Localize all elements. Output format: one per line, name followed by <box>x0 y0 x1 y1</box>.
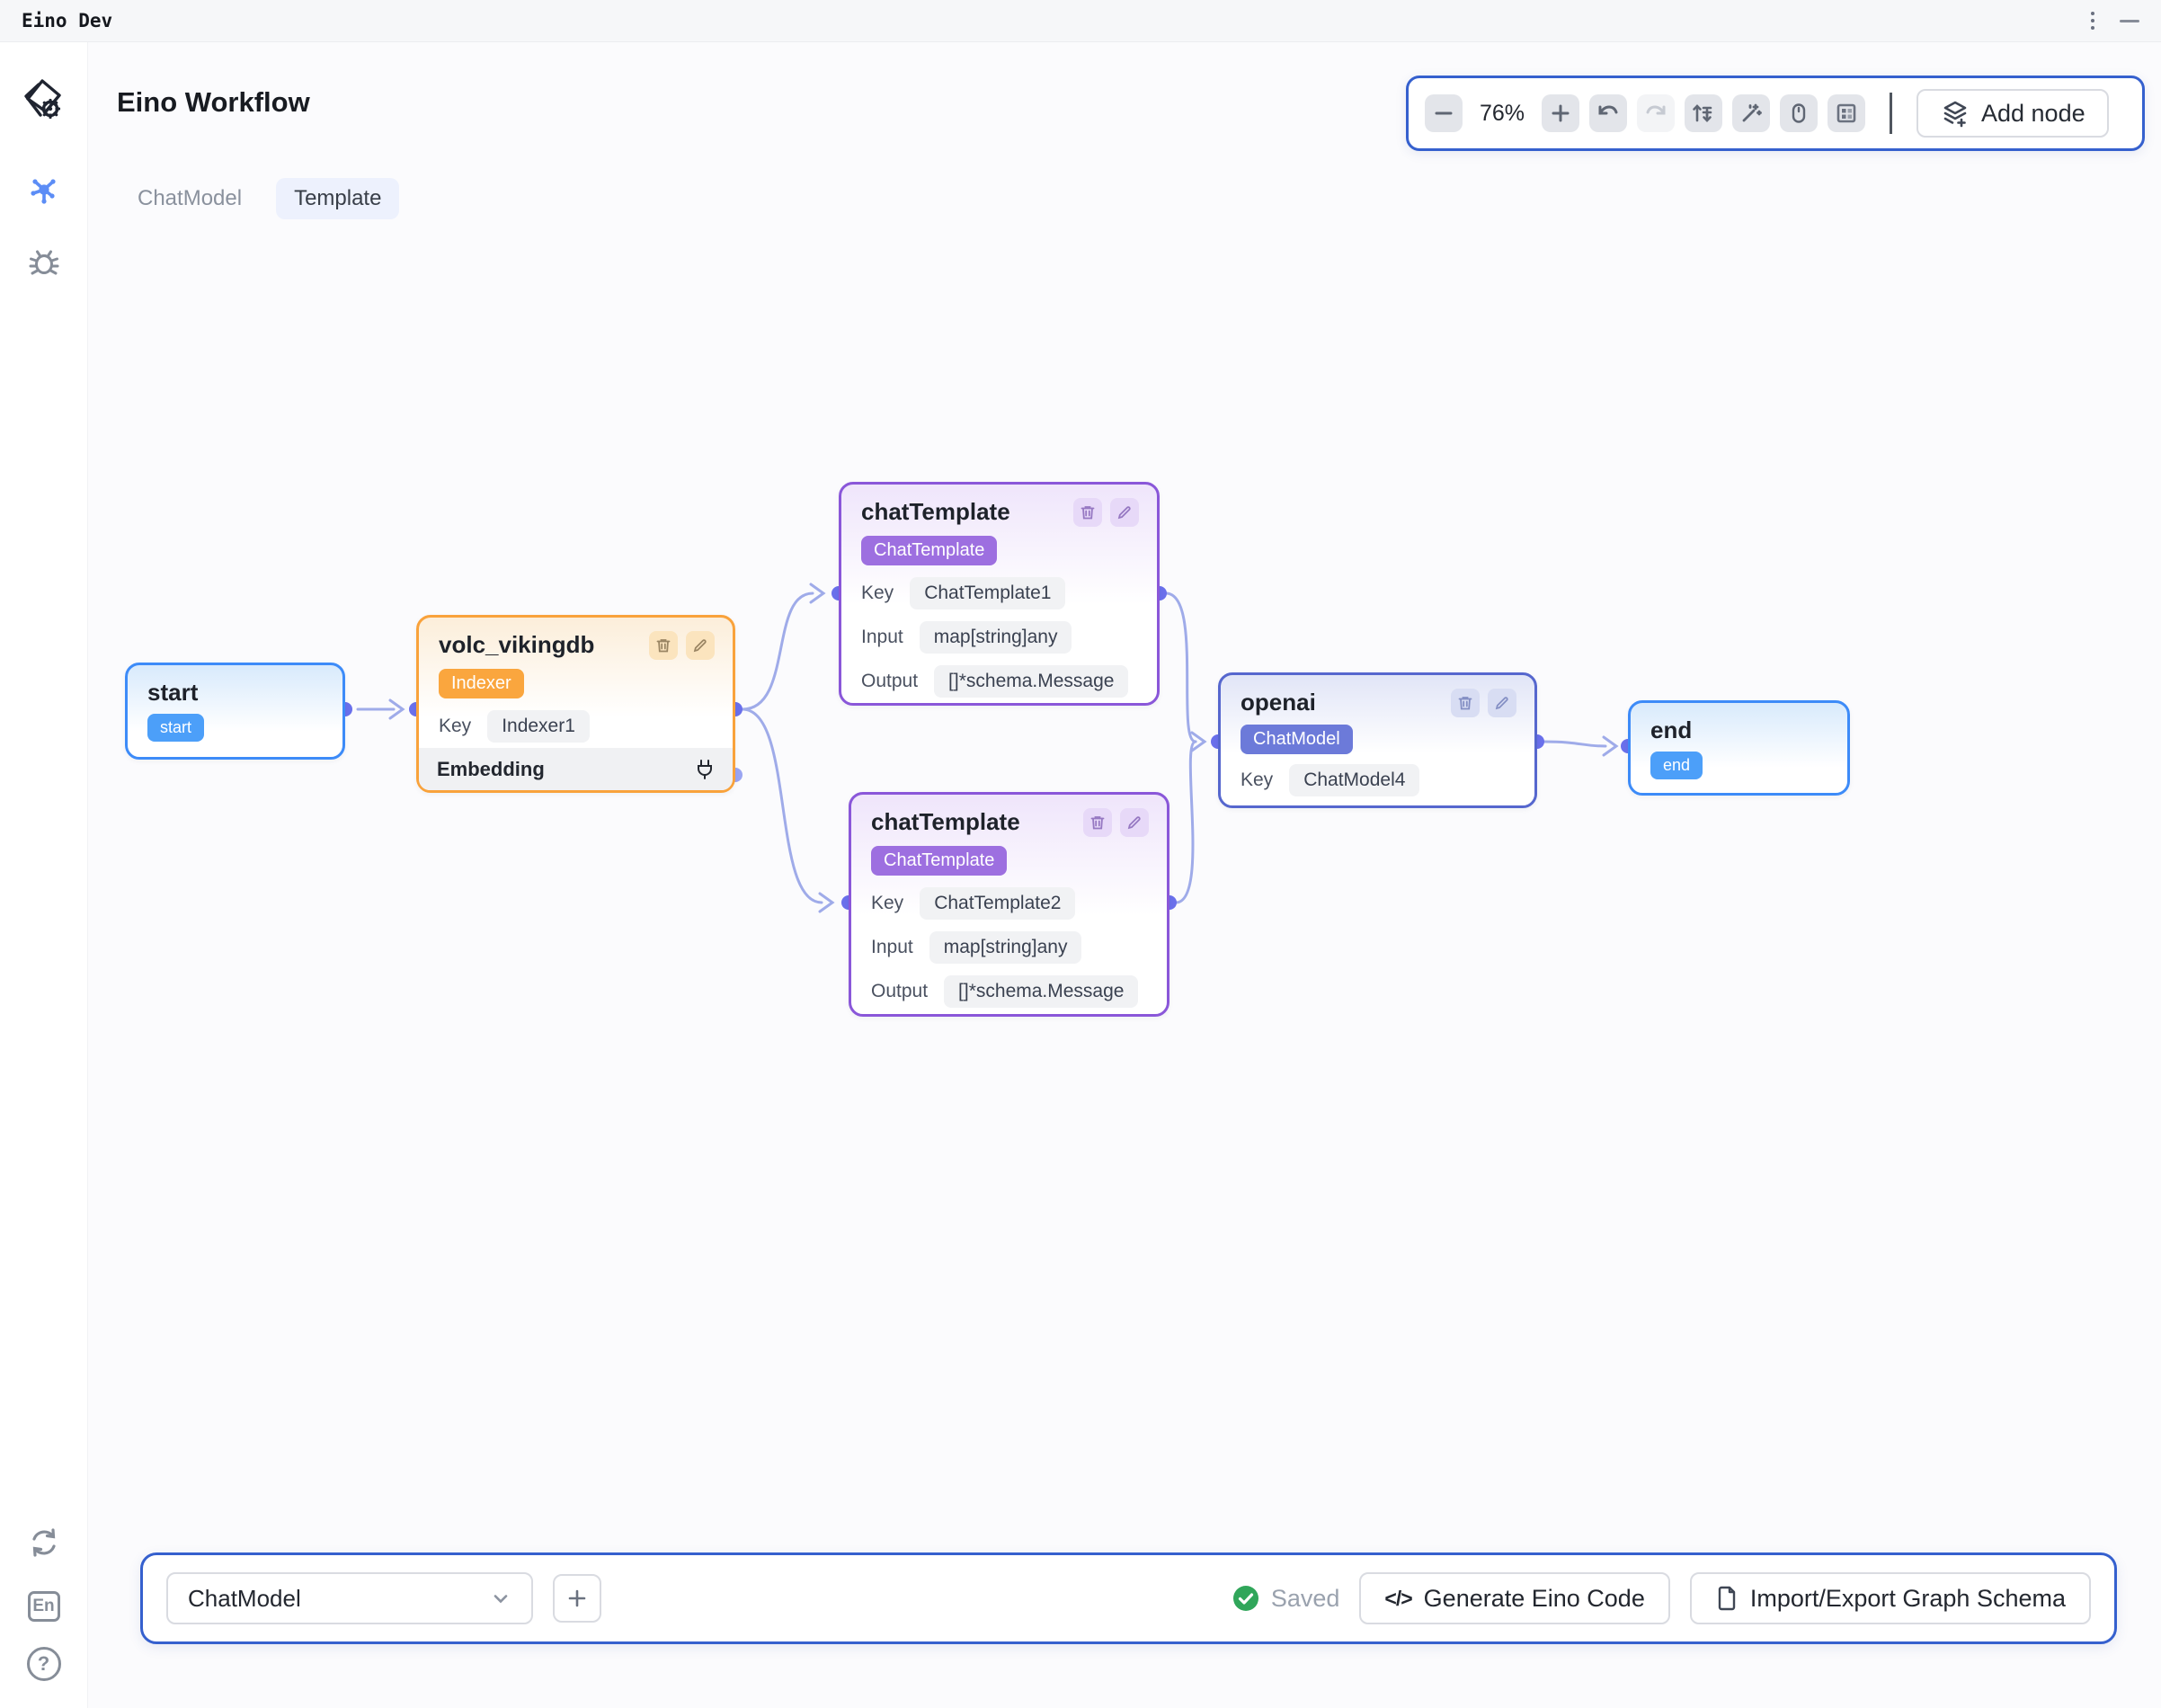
zoom-in-button[interactable] <box>1542 94 1579 132</box>
edit-node-button[interactable] <box>1110 498 1139 527</box>
language-toggle[interactable]: En <box>27 1591 60 1622</box>
node-type-badge: ChatModel <box>1241 725 1353 754</box>
undo-button[interactable] <box>1589 94 1627 132</box>
output-label: Output <box>861 671 919 691</box>
auto-layout-button[interactable] <box>1685 94 1722 132</box>
chevron-down-icon <box>490 1588 511 1609</box>
app-title: Eino Dev <box>22 10 113 31</box>
bottom-control-bar: ChatModel Saved </> Generate Eino Code I… <box>140 1552 2117 1644</box>
app-titlebar: Eino Dev <box>0 0 2161 42</box>
add-node-label: Add node <box>1981 99 2085 127</box>
key-label: Key <box>1241 769 1274 790</box>
node-title: end <box>1650 716 1693 743</box>
delete-node-button[interactable] <box>649 631 678 660</box>
node-start[interactable]: start start <box>125 663 345 760</box>
key-value: ChatTemplate2 <box>920 887 1076 920</box>
refresh-icon[interactable] <box>21 1519 67 1566</box>
minimize-icon[interactable] <box>2120 19 2139 22</box>
plug-icon <box>695 759 715 780</box>
output-value: []*schema.Message <box>934 665 1129 698</box>
sidebar-item-debug-bug-icon[interactable] <box>21 238 67 285</box>
node-chattemplate-2[interactable]: chatTemplate ChatTemplate Key ChatTempla… <box>849 792 1169 1017</box>
input-label: Input <box>861 627 903 647</box>
help-icon[interactable]: ? <box>26 1647 61 1681</box>
node-end[interactable]: end end <box>1628 700 1850 796</box>
key-label: Key <box>861 583 894 603</box>
delete-node-button[interactable] <box>1073 498 1102 527</box>
save-status-label: Saved <box>1270 1584 1340 1612</box>
node-chattemplate-1[interactable]: chatTemplate ChatTemplate Key ChatTempla… <box>839 482 1160 706</box>
generate-code-button[interactable]: </> Generate Eino Code <box>1359 1572 1670 1624</box>
node-type-badge: ChatTemplate <box>871 846 1008 876</box>
input-label: Input <box>871 937 913 957</box>
tab-template[interactable]: Template <box>276 178 400 219</box>
key-value: Indexer1 <box>487 710 590 743</box>
key-label: Key <box>871 893 904 913</box>
document-icon <box>1715 1585 1739 1612</box>
node-title: start <box>147 679 199 706</box>
node-type-badge: end <box>1650 752 1703 779</box>
delete-node-button[interactable] <box>1083 808 1112 837</box>
node-openai[interactable]: openai ChatModel Key ChatModel4 <box>1218 672 1537 808</box>
node-type-select-value: ChatModel <box>188 1584 301 1612</box>
key-label: Key <box>439 716 472 736</box>
magic-wand-button[interactable] <box>1732 94 1770 132</box>
edit-node-button[interactable] <box>686 631 715 660</box>
edit-node-button[interactable] <box>1488 689 1516 717</box>
import-export-button[interactable]: Import/Export Graph Schema <box>1689 1572 2091 1624</box>
delete-node-button[interactable] <box>1451 689 1480 717</box>
node-title: openai <box>1241 689 1316 716</box>
tab-bar: ChatModel Template <box>120 178 400 219</box>
redo-button[interactable] <box>1637 94 1675 132</box>
input-value: map[string]any <box>929 931 1082 964</box>
save-status: Saved <box>1232 1584 1340 1613</box>
node-type-badge: start <box>147 714 205 742</box>
sidebar: En ? <box>0 42 88 1708</box>
mouse-mode-button[interactable] <box>1780 94 1818 132</box>
add-node-quick-button[interactable] <box>553 1574 601 1623</box>
embedding-slot[interactable]: Embedding <box>419 748 733 790</box>
tab-chatmodel[interactable]: ChatModel <box>138 186 243 210</box>
node-type-badge: Indexer <box>439 669 524 698</box>
zoom-level: 76% <box>1479 100 1525 126</box>
input-value: map[string]any <box>919 621 1072 654</box>
eino-logo-icon <box>21 76 67 123</box>
key-value: ChatTemplate1 <box>910 577 1066 609</box>
sidebar-item-workflow[interactable] <box>21 166 67 213</box>
key-value: ChatModel4 <box>1289 764 1420 796</box>
node-volc-vikingdb[interactable]: volc_vikingdb Indexer Key Indexer1 Embed… <box>416 615 735 793</box>
minimap-button[interactable] <box>1828 94 1865 132</box>
add-node-button[interactable]: Add node <box>1916 89 2109 138</box>
node-type-badge: ChatTemplate <box>861 536 998 565</box>
output-value: []*schema.Message <box>944 975 1139 1008</box>
saved-check-icon <box>1232 1584 1260 1613</box>
output-label: Output <box>871 981 929 1001</box>
page-title: Eino Workflow <box>117 86 310 118</box>
node-title: chatTemplate <box>871 808 1020 835</box>
node-title: chatTemplate <box>861 498 1010 525</box>
edit-node-button[interactable] <box>1120 808 1149 837</box>
node-type-select[interactable]: ChatModel <box>166 1572 533 1624</box>
zoom-out-button[interactable] <box>1425 94 1463 132</box>
layers-plus-icon <box>1940 98 1970 129</box>
more-menu-icon[interactable] <box>2091 12 2094 30</box>
toolbar-divider <box>1890 93 1892 134</box>
canvas-toolbar: 76% <box>1406 76 2145 151</box>
node-title: volc_vikingdb <box>439 631 595 658</box>
code-icon: </> <box>1384 1586 1412 1610</box>
